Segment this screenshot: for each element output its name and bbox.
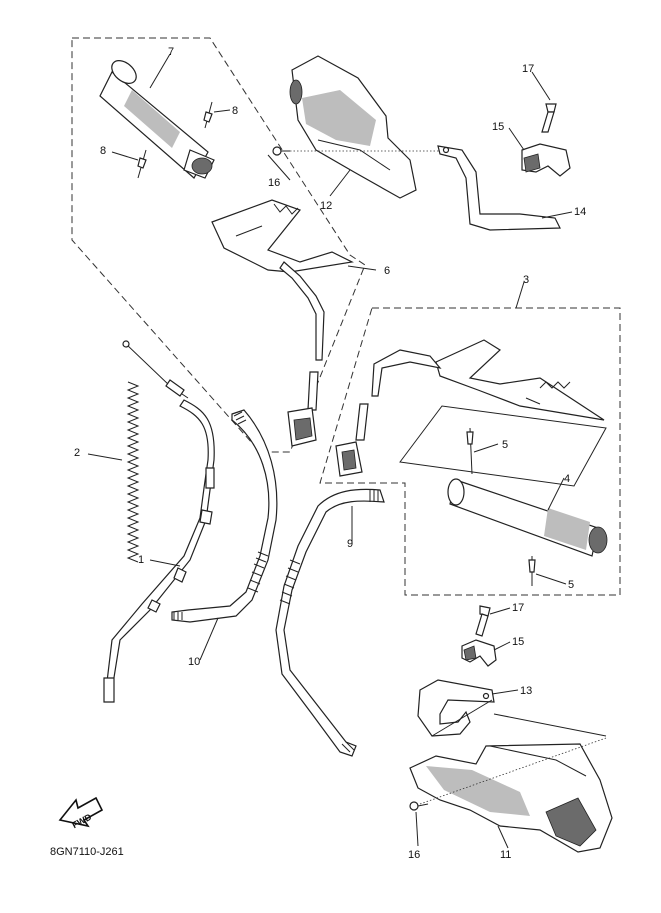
callout-10: 10 — [188, 656, 200, 668]
callout-15-lower: 15 — [512, 636, 524, 648]
callout-8-lower: 8 — [100, 145, 106, 157]
callout-11: 11 — [500, 849, 511, 861]
handguard-bracket-part-upper — [437, 145, 561, 231]
callout-8-upper: 8 — [232, 105, 238, 117]
assembly-3-boundary — [319, 307, 621, 596]
callout-2: 2 — [74, 447, 80, 459]
dotted-fit-line-lower — [419, 737, 607, 805]
fwd-arrow-icon: FWD — [58, 796, 104, 830]
spring-part — [126, 381, 140, 563]
callout-17-upper: 17 — [522, 63, 534, 75]
heater-film-part — [399, 405, 607, 487]
leader-lines — [87, 53, 573, 849]
assembly-6-boundary — [71, 37, 366, 453]
callout-16-lower: 16 — [408, 849, 420, 861]
screw-part-5-upper — [466, 427, 474, 475]
hose-part-9 — [275, 488, 385, 757]
grip-heater-element-lower — [335, 339, 605, 477]
callout-5-upper: 5 — [502, 439, 508, 451]
bolt-part-upper — [272, 146, 290, 156]
right-grip-part — [447, 478, 608, 557]
callouts: 7 8 8 16 12 17 15 14 6 3 5 4 5 2 1 9 10 … — [74, 46, 586, 861]
callout-4: 4 — [564, 473, 570, 485]
fit-line-lower — [493, 713, 607, 737]
clamp-part-upper — [521, 143, 571, 177]
callout-5-lower: 5 — [568, 579, 574, 591]
throttle-cable-part — [103, 340, 215, 703]
screw-part-upper — [203, 101, 213, 129]
hose-part-10 — [171, 409, 278, 623]
left-grip-part — [99, 60, 215, 179]
clamp-part-lower — [461, 639, 497, 667]
callout-13: 13 — [520, 685, 532, 697]
fit-line-lower-2 — [431, 699, 493, 737]
screw-part-5-lower — [528, 556, 536, 586]
grip-heater-element-upper — [211, 199, 354, 447]
callout-6: 6 — [384, 265, 390, 277]
screw-part-lower — [137, 149, 147, 179]
callout-16-upper: 16 — [268, 177, 280, 189]
callout-1: 1 — [138, 554, 144, 566]
bolt-part-16-lower — [409, 801, 429, 811]
hand-guard-part-upper — [289, 55, 417, 199]
callout-12: 12 — [320, 200, 332, 212]
callout-14: 14 — [574, 206, 586, 218]
callout-7: 7 — [168, 46, 174, 58]
callout-9: 9 — [347, 538, 353, 550]
callout-15-upper: 15 — [492, 121, 504, 133]
diagram-code: 8GN7110-J261 — [50, 846, 124, 858]
bolt-part-17-lower — [475, 605, 491, 637]
hand-guard-part-lower — [409, 743, 613, 853]
bolt-part-17-upper — [541, 103, 557, 133]
callout-17-lower: 17 — [512, 602, 524, 614]
callout-3: 3 — [523, 274, 529, 286]
handguard-bracket-part-lower — [417, 679, 495, 737]
